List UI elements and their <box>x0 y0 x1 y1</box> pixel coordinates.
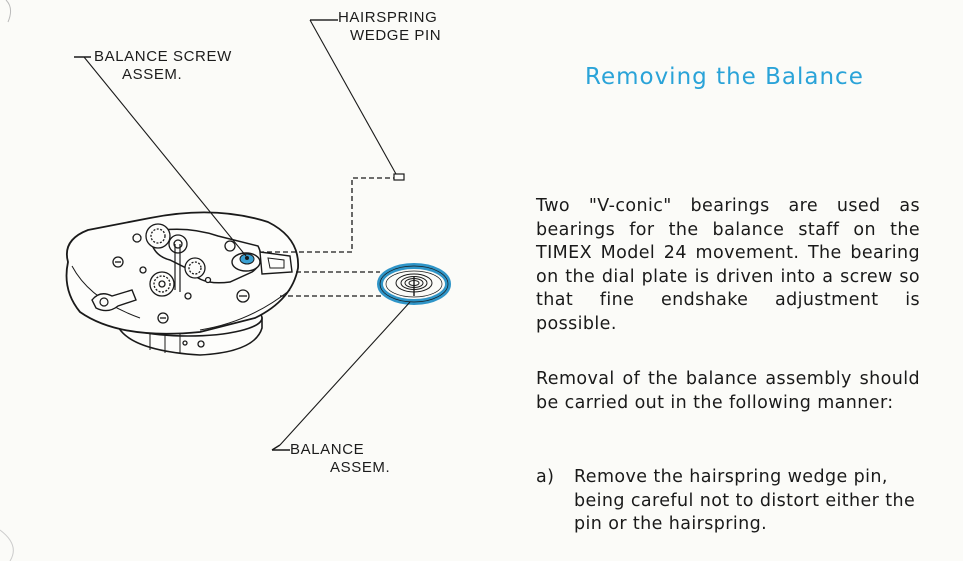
page-edge-mark <box>0 529 14 561</box>
balance-screw-assem-callout: BALANCE SCREW ASSEM. <box>94 48 232 84</box>
paragraph-bearings: Two "V-conic" bearings are used as beari… <box>536 196 920 334</box>
balance-screw-assembly <box>231 252 261 272</box>
train-gears <box>145 223 206 297</box>
callout-line-1: BALANCE SCREW <box>94 48 232 65</box>
wedge-pin <box>393 173 405 181</box>
callout-line-2: WEDGE PIN <box>350 27 442 44</box>
callout-line-1: HAIRSPRING <box>338 9 438 26</box>
step-marker: a) <box>536 467 555 487</box>
page-edge-mark <box>5 0 12 23</box>
callout-line-2: ASSEM. <box>122 66 183 83</box>
plate-screws <box>112 233 250 348</box>
dashed-guide-lines <box>262 177 398 297</box>
leader-lines <box>83 19 411 446</box>
hairspring-wedge-pin-callout: HAIRSPRING WEDGE PIN <box>338 9 441 45</box>
balance-assem-callout: BALANCE ASSEM. <box>290 441 390 477</box>
balance-assembly <box>377 263 451 305</box>
callout-line-2: ASSEM. <box>330 459 391 476</box>
callout-ticks <box>74 19 338 451</box>
step-text: Remove the hairspring wedge pin, being c… <box>574 467 916 534</box>
page-title: Removing the Balance <box>585 64 864 90</box>
callout-line-1: BALANCE <box>290 441 365 458</box>
paragraph-removal-intro: Removal of the balance assembly should b… <box>536 369 920 413</box>
